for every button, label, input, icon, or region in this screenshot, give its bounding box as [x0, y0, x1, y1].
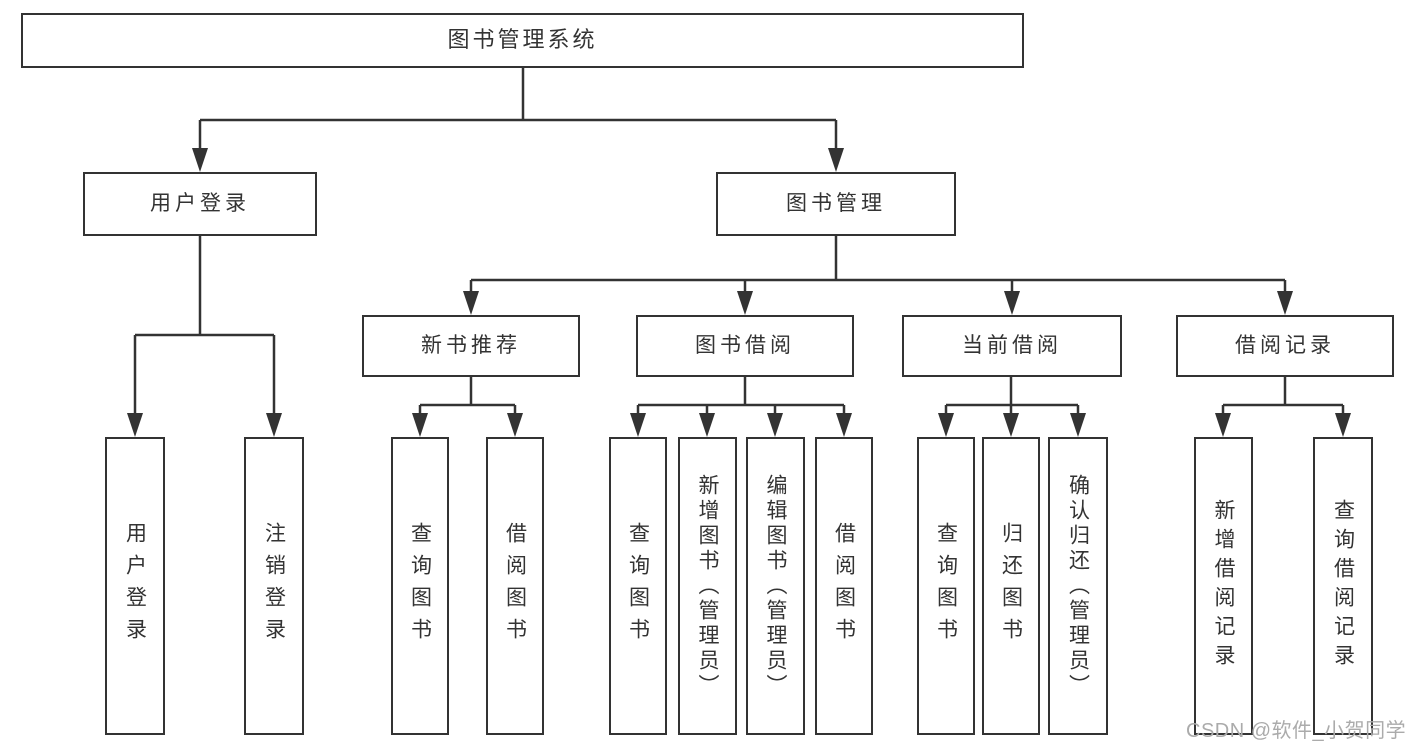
node-query-books: 查询图书 [609, 437, 667, 735]
node-current-borrowing: 当前借阅 [902, 315, 1122, 377]
node-query-books: 查询图书 [391, 437, 449, 735]
node-label: 借阅图书 [503, 522, 527, 650]
node-label: 注销登录 [262, 522, 286, 650]
node-label: 借阅记录 [1235, 334, 1335, 358]
connector-root-to-level2 [192, 68, 844, 172]
node-label: 新增图书（管理员） [696, 473, 719, 699]
node-label: 查询图书 [934, 522, 958, 650]
csdn-watermark: CSDN @软件_小贺同学 [1186, 720, 1405, 742]
node-label: 用户登录 [123, 522, 147, 650]
node-library-management-system: 图书管理系统 [21, 13, 1024, 68]
node-query-books: 查询图书 [917, 437, 975, 735]
node-query-borrow-record: 查询借阅记录 [1313, 437, 1373, 735]
connector-new-book-recommendation-children [412, 377, 523, 437]
node-label: 查询借阅记录 [1331, 499, 1355, 673]
node-label: 新增借阅记录 [1212, 499, 1235, 673]
node-label: 确认归还（管理员） [1066, 473, 1090, 699]
node-borrow-books: 借阅图书 [486, 437, 544, 735]
node-label: 用户登录 [150, 192, 250, 216]
node-logout: 注销登录 [244, 437, 304, 735]
node-label: 图书管理系统 [447, 27, 598, 53]
node-user-login-leaf: 用户登录 [105, 437, 165, 735]
connector-borrowing-records-children [1215, 377, 1351, 437]
node-label: 图书借阅 [695, 334, 795, 358]
node-label: 当前借阅 [962, 334, 1062, 358]
node-return-books: 归还图书 [982, 437, 1040, 735]
node-label: 编辑图书（管理员） [764, 473, 787, 699]
node-add-borrow-record: 新增借阅记录 [1194, 437, 1253, 735]
node-edit-book-admin: 编辑图书（管理员） [746, 437, 805, 735]
connector-book-borrowing-children [630, 377, 852, 437]
node-label: 归还图书 [999, 522, 1023, 650]
node-borrow-books: 借阅图书 [815, 437, 873, 735]
connector-book-management-children [463, 236, 1293, 315]
node-borrowing-records: 借阅记录 [1176, 315, 1394, 377]
node-user-login: 用户登录 [83, 172, 317, 236]
node-label: 查询图书 [408, 522, 432, 650]
node-book-management: 图书管理 [716, 172, 956, 236]
node-label: 查询图书 [626, 522, 650, 650]
node-label: 借阅图书 [832, 522, 856, 650]
node-new-book-recommendation: 新书推荐 [362, 315, 580, 377]
node-label: 图书管理 [786, 192, 886, 216]
connector-user-login-children [127, 236, 282, 437]
node-book-borrowing: 图书借阅 [636, 315, 854, 377]
node-confirm-return-admin: 确认归还（管理员） [1048, 437, 1108, 735]
node-add-book-admin: 新增图书（管理员） [678, 437, 737, 735]
connector-current-borrowing-children [938, 377, 1086, 437]
node-label: 新书推荐 [421, 334, 521, 358]
